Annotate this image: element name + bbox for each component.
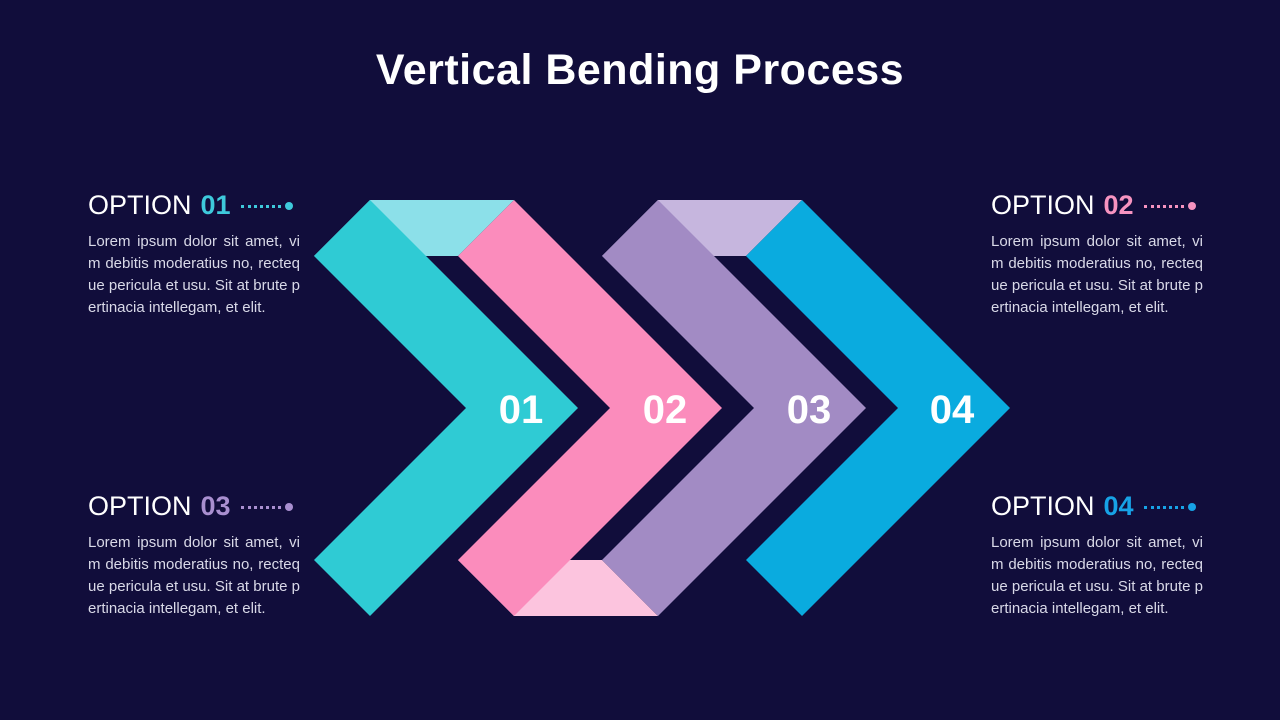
- chevron-number-02: 02: [643, 388, 688, 432]
- option-number: 03: [200, 491, 231, 521]
- chevron-band-03: [602, 200, 866, 616]
- chevron-band-01: [314, 200, 578, 616]
- chevron-band-02: [458, 200, 722, 616]
- option-label: OPTION: [88, 491, 192, 521]
- dotted-leader-line: [1143, 202, 1196, 210]
- option-block-03: OPTION 03 Lorem ipsum dolor sit amet, vi…: [88, 491, 300, 620]
- option-body-text: Lorem ipsum dolor sit amet, vim debitis …: [991, 534, 1203, 617]
- chevron-number-01: 01: [499, 388, 544, 432]
- chevron-number-03: 03: [787, 388, 832, 432]
- option-heading-03: OPTION 03: [88, 491, 300, 521]
- option-label: OPTION: [991, 491, 1095, 521]
- option-label: OPTION: [991, 190, 1095, 220]
- option-block-02: OPTION 02 Lorem ipsum dolor sit amet, vi…: [991, 190, 1203, 319]
- dotted-leader-line: [1143, 503, 1196, 511]
- option-block-04: OPTION 04 Lorem ipsum dolor sit amet, vi…: [991, 491, 1203, 620]
- page-title: Vertical Bending Process: [375, 46, 905, 94]
- option-number: 01: [200, 190, 231, 220]
- option-heading-01: OPTION 01: [88, 190, 300, 220]
- option-heading-02: OPTION 02: [991, 190, 1203, 220]
- option-body-text: Lorem ipsum dolor sit amet, vim debitis …: [88, 233, 300, 316]
- option-body-text: Lorem ipsum dolor sit amet, vim debitis …: [991, 233, 1203, 316]
- option-number: 02: [1103, 190, 1134, 220]
- chevron-band-04: [746, 200, 1010, 616]
- option-block-01: OPTION 01 Lorem ipsum dolor sit amet, vi…: [88, 190, 300, 319]
- dotted-leader-line: [240, 503, 293, 511]
- option-label: OPTION: [88, 190, 192, 220]
- option-heading-04: OPTION 04: [991, 491, 1203, 521]
- option-number: 04: [1103, 491, 1134, 521]
- dotted-leader-line: [240, 202, 293, 210]
- option-body-text: Lorem ipsum dolor sit amet, vim debitis …: [88, 534, 300, 617]
- chevron-number-04: 04: [930, 388, 975, 432]
